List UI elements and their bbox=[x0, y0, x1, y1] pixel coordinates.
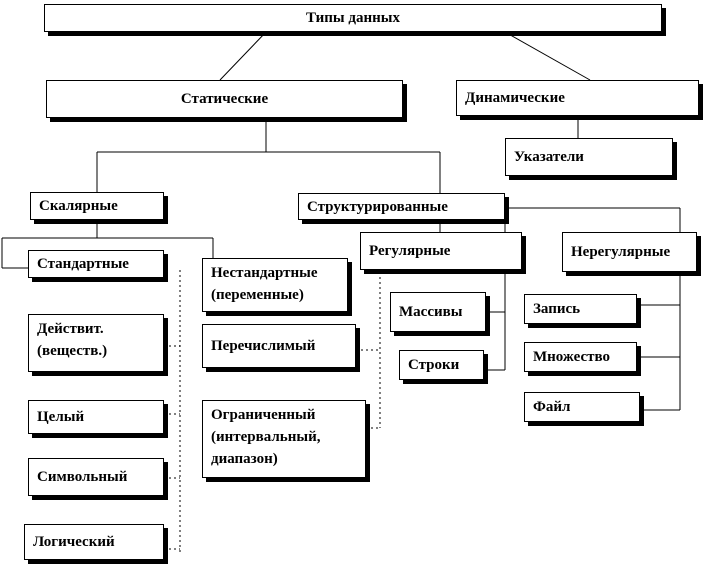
nonstandard-types-node: Нестандартные (переменные) bbox=[202, 258, 348, 312]
set-label: Множество bbox=[533, 349, 610, 365]
standard-types-node: Стандартные bbox=[28, 250, 164, 278]
dynamic-types-node: Динамические bbox=[456, 80, 699, 116]
scalar-types-node: Скалярные bbox=[30, 192, 164, 220]
range-type-node: Ограниченный (интервальный, диапазон) bbox=[202, 400, 366, 478]
record-label: Запись bbox=[533, 301, 581, 317]
set-node: Множество bbox=[524, 342, 637, 372]
integer-label: Целый bbox=[37, 409, 85, 425]
enumerated-label: Перечислимый bbox=[211, 338, 316, 354]
irregular-types-node: Нерегулярные bbox=[562, 232, 697, 272]
static-types-node: Статические bbox=[46, 80, 403, 118]
pointers-label: Указатели bbox=[514, 149, 584, 165]
integer-type-node: Целый bbox=[28, 400, 164, 434]
root-label: Типы данных bbox=[306, 10, 400, 26]
file-node: Файл bbox=[524, 392, 640, 422]
real-type-node: Действит. (веществ.) bbox=[28, 314, 164, 372]
pointers-node: Указатели bbox=[505, 138, 673, 176]
enumerated-type-node: Перечислимый bbox=[202, 324, 356, 368]
range-label: Ограниченный bbox=[211, 407, 316, 423]
nonstandard-label: Нестандартные bbox=[211, 265, 318, 281]
real-sublabel: (веществ.) bbox=[37, 343, 108, 359]
data-types-root-node: Типы данных bbox=[44, 4, 662, 32]
irregular-label: Нерегулярные bbox=[571, 244, 671, 260]
real-label: Действит. bbox=[37, 321, 104, 337]
structured-label: Структурированные bbox=[307, 198, 448, 215]
arrays-node: Массивы bbox=[390, 292, 486, 332]
dynamic-label: Динамические bbox=[465, 90, 565, 106]
char-type-node: Символьный bbox=[28, 458, 164, 496]
static-label: Статические bbox=[180, 91, 269, 107]
range-sublabel-1: (интервальный, bbox=[211, 429, 321, 445]
file-label: Файл bbox=[533, 399, 571, 415]
logical-label: Логический bbox=[33, 534, 115, 550]
strings-label: Строки bbox=[408, 357, 460, 373]
regular-types-node: Регулярные bbox=[360, 232, 522, 270]
strings-node: Строки bbox=[399, 350, 484, 380]
arrays-label: Массивы bbox=[399, 304, 463, 320]
scalar-label: Скалярные bbox=[39, 198, 118, 214]
logical-type-node: Логический bbox=[24, 524, 164, 560]
range-sublabel-2: диапазон) bbox=[211, 451, 278, 467]
record-node: Запись bbox=[524, 294, 637, 324]
nonstandard-sublabel: (переменные) bbox=[211, 287, 304, 303]
standard-label: Стандартные bbox=[37, 256, 129, 272]
structured-types-node: Структурированные bbox=[298, 193, 505, 220]
regular-label: Регулярные bbox=[369, 243, 451, 259]
char-label: Символьный bbox=[37, 469, 128, 485]
